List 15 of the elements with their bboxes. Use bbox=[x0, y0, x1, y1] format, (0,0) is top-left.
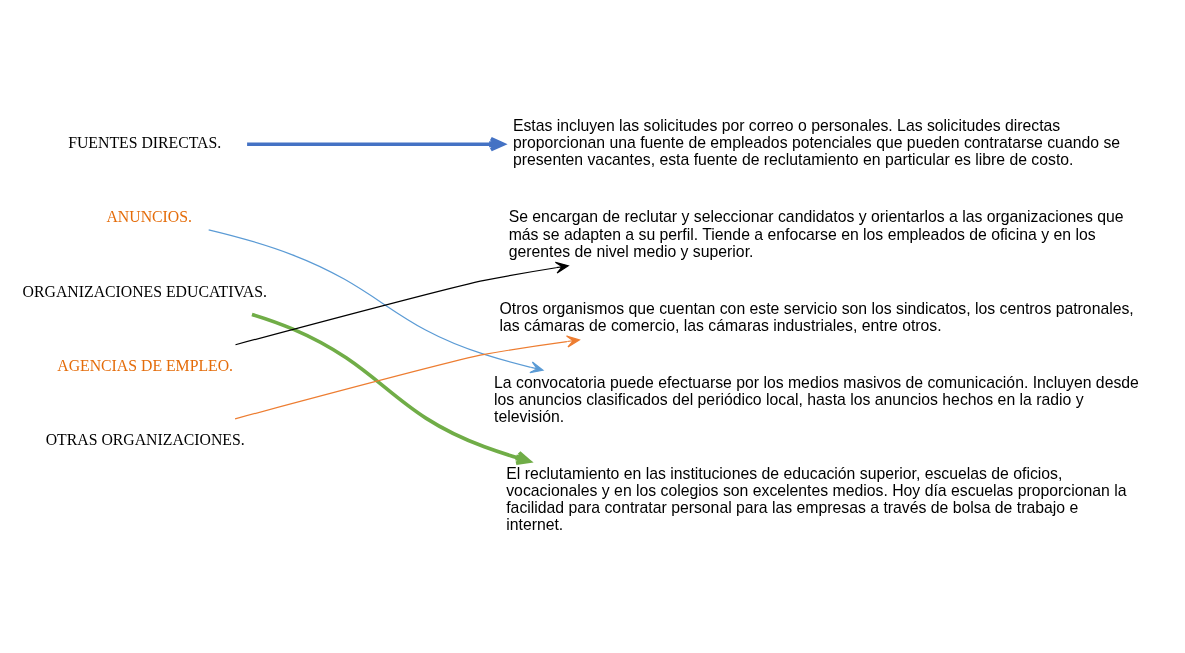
arrow bbox=[251, 312, 532, 465]
node-text: Se encargan de reclutar y seleccionar candidatos y orientarlos a las organizaciones que más se adapten a su perfil. Tiende a enfocarse en los empleados de oficina y en los gerentes de nivel medio y superior. bbox=[508, 208, 1124, 260]
node-text: AGENCIAS DE EMPLEO. bbox=[57, 356, 234, 374]
node-text: Otros organismos que cuentan con este servicio son los sindicatos, los centros patronales, las cámaras de comercio, las cámaras industriales, entre otros. bbox=[499, 299, 1134, 334]
node-text: La convocatoria puede efectuarse por los medios masivos de comunicación. Incluyen desde los anuncios clasificados del periódico local, hasta los anuncios hechos en la radio y televisión. bbox=[494, 373, 1139, 425]
node-text: ANUNCIOS. bbox=[106, 208, 192, 226]
arrow bbox=[208, 229, 544, 374]
arrow bbox=[234, 335, 580, 420]
arrow bbox=[234, 261, 569, 346]
node-text: Estas incluyen las solicitudes por correo o personales. Las solicitudes directas proporcionan una fuente de empleados potenciales que pueden contratarse cuando se presenten vacantes, esta fuente de reclutamiento en particular es libre de costo. bbox=[512, 117, 1121, 169]
node-text: OTRAS ORGANIZACIONES. bbox=[45, 430, 245, 448]
node-text: FUENTES DIRECTAS. bbox=[68, 134, 222, 152]
node-text: ORGANIZACIONES EDUCATIVAS. bbox=[22, 282, 267, 300]
node-text: El reclutamiento en las instituciones de educación superior, escuelas de oficios, vocacionales y en los colegios son excelentes medios. Hoy día escuelas proporcionan la facilidad para contratar personal para las empresas a través de bolsa de trabajo e internet. bbox=[506, 464, 1127, 533]
arrow bbox=[247, 136, 505, 152]
